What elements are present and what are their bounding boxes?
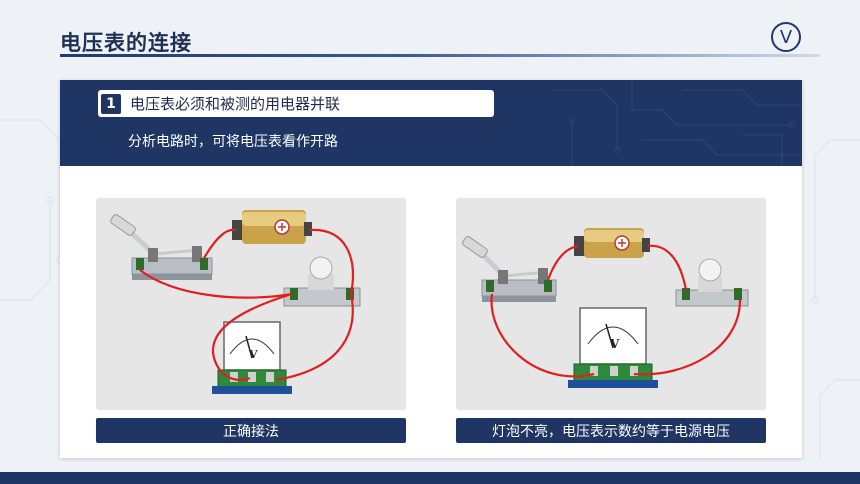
battery-icon <box>574 228 650 258</box>
content-card: 1 电压表必须和被测的用电器并联 分析电路时，可将电压表看作开路 <box>60 80 802 458</box>
voltmeter-icon: V <box>568 307 658 388</box>
banner-subtext: 分析电路时，可将电压表看作开路 <box>128 134 338 150</box>
wire <box>546 244 579 281</box>
wire <box>211 292 293 381</box>
wire <box>309 228 355 295</box>
wire <box>275 293 354 382</box>
wire <box>633 299 742 376</box>
circuit-illustration-incorrect: V <box>462 228 749 388</box>
figure-series-connection: V <box>456 198 766 410</box>
title-underline <box>60 54 820 57</box>
footer-bar <box>0 472 860 484</box>
battery-icon <box>232 210 312 244</box>
wire <box>203 228 237 259</box>
meter-label: V <box>609 337 620 351</box>
wire <box>139 269 293 299</box>
page-title: 电压表的连接 <box>60 31 192 55</box>
knife-switch-icon <box>110 214 213 280</box>
heading-pill: 1 电压表必须和被测的用电器并联 <box>98 90 494 117</box>
topic-banner: 1 电压表必须和被测的用电器并联 分析电路时，可将电压表看作开路 <box>60 80 802 166</box>
knife-switch-icon <box>462 236 557 302</box>
heading-text: 电压表必须和被测的用电器并联 <box>130 95 341 113</box>
caption-correct: 正确接法 <box>96 418 406 443</box>
caption-incorrect: 灯泡不亮，电压表示数约等于电源电压 <box>456 418 766 443</box>
heading-number: 1 <box>101 93 121 114</box>
wire <box>490 293 595 378</box>
banner-circuit-decoration <box>552 80 802 166</box>
wire <box>647 244 688 291</box>
circuit-illustration-correct: V <box>110 210 361 394</box>
light-bulb-icon <box>283 256 361 307</box>
light-bulb-icon <box>675 258 749 307</box>
figure-correct-connection: V <box>96 198 406 410</box>
meter-label: V <box>248 348 258 361</box>
voltmeter-icon: V <box>212 321 292 394</box>
voltmeter-badge-icon: V <box>771 22 801 52</box>
